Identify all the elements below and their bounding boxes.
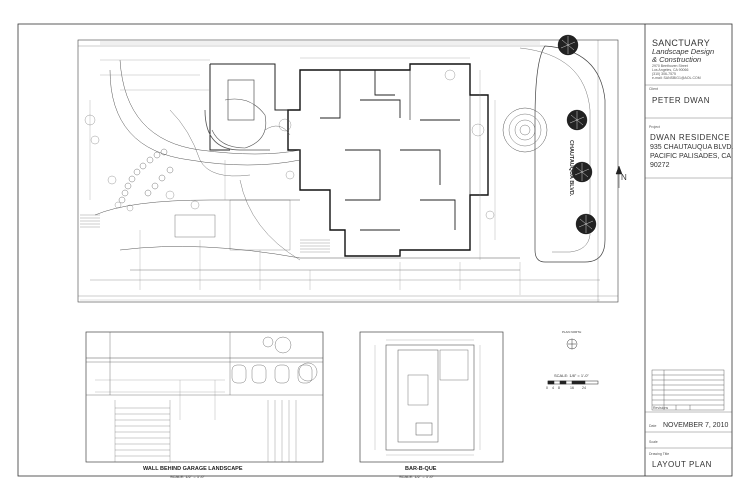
project-zip: 90272 (650, 162, 670, 169)
street-label: CHAUTAUQUA BLVD. (568, 140, 574, 197)
project-address-1: 935 CHAUTAUQUA BLVD. (650, 144, 734, 151)
plan-north-symbol (566, 338, 578, 350)
street-trees (557, 34, 597, 235)
date-label: Date (649, 424, 657, 428)
client-name: PETER DWAN (652, 96, 711, 105)
plan-north-label: PLAN NORTH (562, 330, 582, 334)
scale-tick: 8 (558, 386, 560, 390)
graphic-scale-bar (547, 380, 599, 385)
scale-tick: 4 (552, 386, 554, 390)
revision-table (651, 369, 725, 411)
north-arrow (615, 165, 623, 188)
client-label: Client (649, 87, 658, 91)
firm-line-3: & Construction (652, 55, 702, 64)
graphic-scale-label: SCALE: 1/8" = 1'-0" (554, 373, 589, 378)
scale-tick: 0 (546, 386, 548, 390)
site-plan (77, 39, 619, 303)
project-address-2: PACIFIC PALISADES, CA (650, 153, 732, 160)
firm-address-3: (310) 306-7575 (652, 72, 676, 76)
detail-bar-b-que (359, 331, 504, 463)
revisions-label: Revisions (653, 406, 669, 410)
detail-title-bbq: BAR-B-QUE (405, 466, 437, 472)
firm-address-4: e-mail: SANSBIG1@AOL.COM (652, 76, 701, 80)
firm-address-1: 2970 Beethoven Street (652, 64, 688, 68)
firm-line-2: Landscape Design (652, 47, 715, 56)
project-label: Project (649, 125, 660, 129)
detail-scale-bbq: SCALE: 1/2" = 1'-0" (399, 474, 434, 479)
firm-address-2: Los Angeles, CA 90066 (652, 68, 689, 72)
drawing-date: NOVEMBER 7, 2010 (663, 422, 729, 429)
detail-wall-behind-garage (85, 331, 324, 463)
drawing-title: LAYOUT PLAN (652, 460, 712, 469)
scale-label: Scale (649, 440, 658, 444)
scale-tick: 16 (570, 386, 574, 390)
north-label: N (621, 173, 627, 182)
drawing-title-label: Drawing Title (649, 452, 670, 456)
firm-name: SANCTUARY (652, 38, 711, 48)
detail-scale-wall: SCALE: 1/2" = 1'-0" (170, 474, 205, 479)
scale-tick: 24 (582, 386, 586, 390)
project-name: DWAN RESIDENCE (650, 133, 731, 142)
detail-title-wall: WALL BEHIND GARAGE LANDSCAPE (143, 466, 243, 472)
